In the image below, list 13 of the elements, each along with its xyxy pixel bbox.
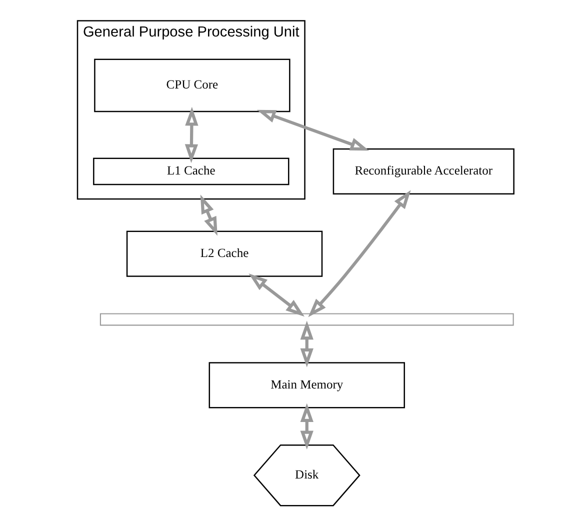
node-bar (100, 313, 514, 326)
node-box: L1 Cache (93, 158, 290, 186)
node-box: Main Memory (208, 362, 405, 408)
node-box: CPU Core (94, 58, 290, 112)
node-box: L2 Cache (126, 230, 323, 277)
arrow (200, 194, 218, 236)
arrow (248, 273, 305, 317)
arrow (184, 106, 198, 164)
arrow (300, 403, 314, 450)
arrow (308, 190, 411, 318)
arrow (300, 320, 314, 368)
arrow (256, 110, 370, 151)
node-box: Reconfigurable Accelerator (332, 148, 514, 194)
